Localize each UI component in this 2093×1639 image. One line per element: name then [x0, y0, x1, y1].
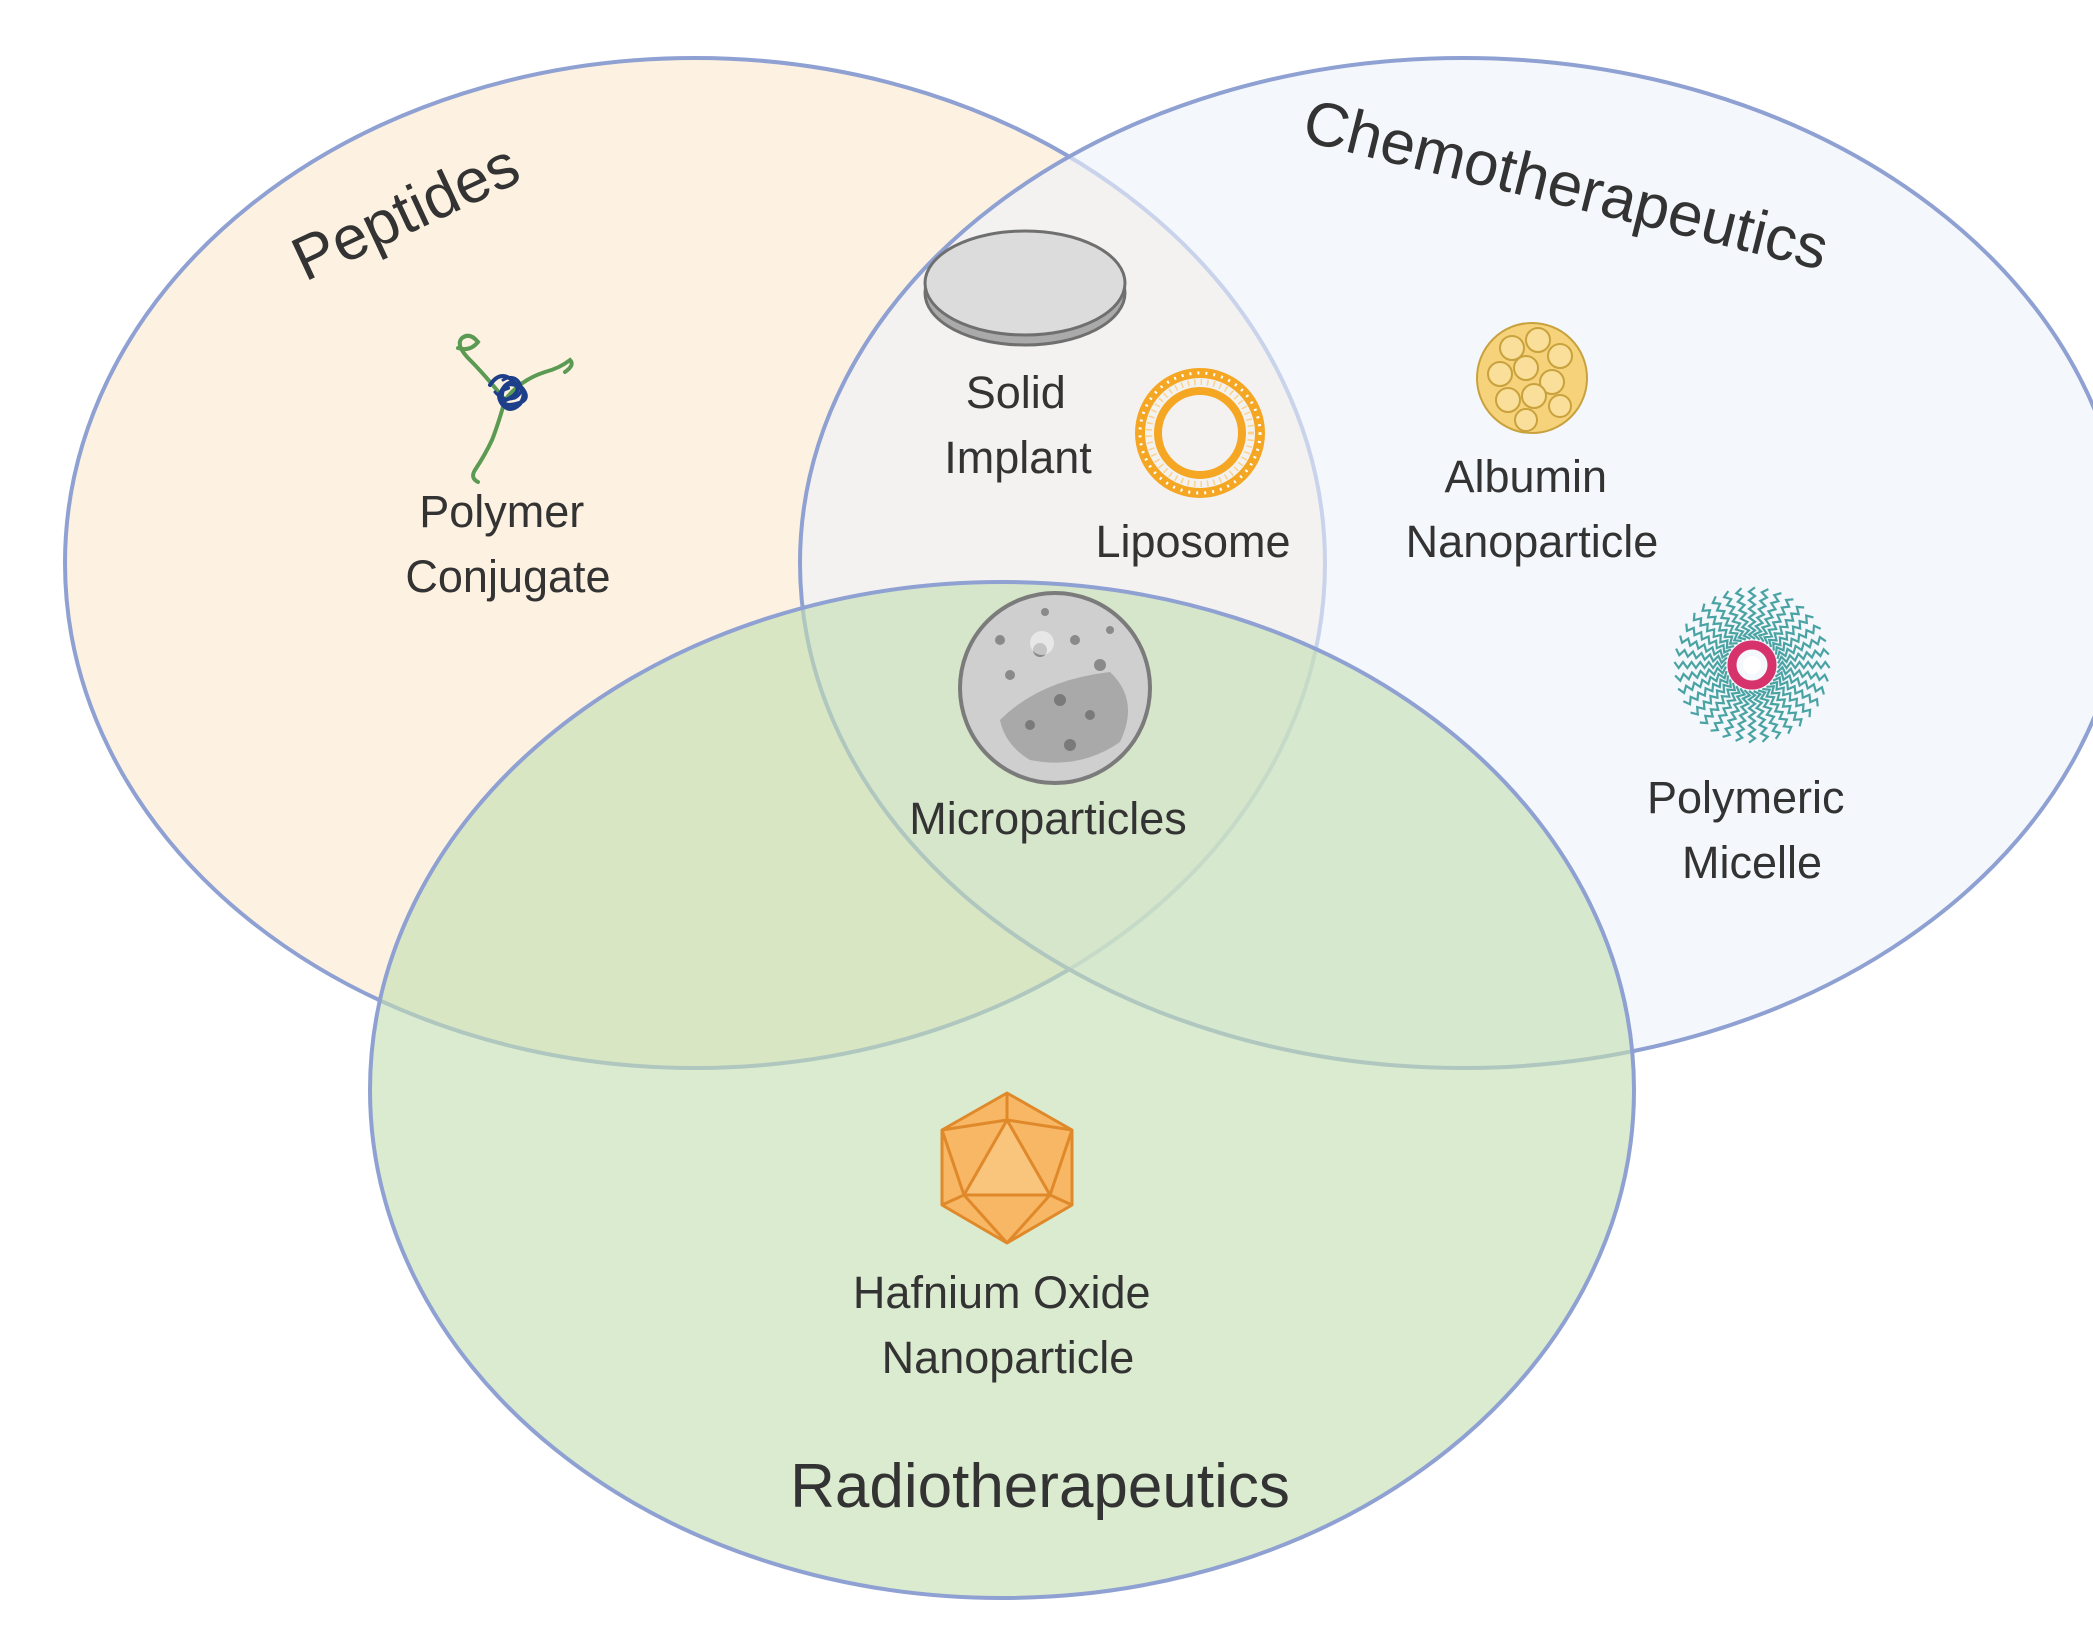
micelle-chain [1766, 685, 1803, 727]
polymeric-micelle-icon [1673, 586, 1831, 744]
micelle-chain [1679, 635, 1730, 660]
micelle-chain [1774, 624, 1822, 655]
micelle-chain [1710, 685, 1742, 732]
micelle-chain [1674, 666, 1727, 683]
microparticles-label: Microparticles [909, 793, 1187, 844]
hafnium-oxide-nanoparticle-label: Hafnium Oxide Nanoparticle [853, 1267, 1163, 1383]
micelle-core [1727, 640, 1777, 690]
polymer-conjugate-icon [456, 333, 574, 484]
micelle-chain [1769, 680, 1812, 718]
micelle-chain [1677, 670, 1728, 695]
micelle-chain [1701, 603, 1738, 645]
micelle-chain [1777, 660, 1831, 670]
albumin-nanoparticle-label: Albumin Nanoparticle [1406, 451, 1659, 567]
micelle-chain [1762, 598, 1794, 645]
micelle-chain [1747, 586, 1757, 640]
micelle-chain [1734, 587, 1751, 640]
micelle-center [1743, 656, 1761, 674]
micelle-chain [1767, 605, 1805, 648]
micelle-chain [1774, 670, 1825, 695]
micelle-chain [1682, 675, 1730, 706]
micelle-chain [1690, 679, 1732, 716]
micelle-chain [1762, 687, 1793, 735]
radiotherapeutics-label: Radiotherapeutics [790, 1452, 1290, 1521]
solid-implant-icon [923, 229, 1127, 347]
micelle-chain [1722, 687, 1747, 738]
micelle-chain [1776, 635, 1827, 660]
micelle-chain [1692, 612, 1735, 650]
microparticles-icon [958, 591, 1152, 785]
micelle-chain [1735, 689, 1752, 742]
hafnium-oxide-nanoparticle-icon [940, 1091, 1074, 1245]
polymeric-micelle-label: Polymeric Micelle [1647, 772, 1857, 888]
micelle-chain [1722, 590, 1747, 641]
albumin-nanoparticle-icon [1476, 322, 1588, 434]
liposome-icon [1135, 368, 1265, 498]
micelle-chain [1772, 675, 1819, 707]
micelle-chain [1753, 690, 1770, 743]
solid-implant-label: Solid Implant [944, 367, 1092, 483]
micelle-chain [1757, 592, 1782, 643]
micelle-chain [1757, 689, 1782, 740]
liposome-label: Liposome [1095, 516, 1290, 567]
micelle-chain [1685, 623, 1732, 655]
micelle-chain [1673, 660, 1727, 670]
polymer-conjugate-label: Polymer Conjugate [405, 486, 610, 602]
micelle-chain [1777, 647, 1830, 664]
micelle-chain [1747, 690, 1757, 744]
radiotherapeutics-circle [368, 580, 1636, 1600]
micelle-chain [1772, 614, 1814, 651]
micelle-chain [1776, 665, 1829, 682]
micelle-chain [1752, 588, 1769, 641]
micelle-chain [1675, 648, 1728, 665]
micelle-chain [1711, 595, 1742, 643]
micelle-chain [1699, 682, 1737, 725]
